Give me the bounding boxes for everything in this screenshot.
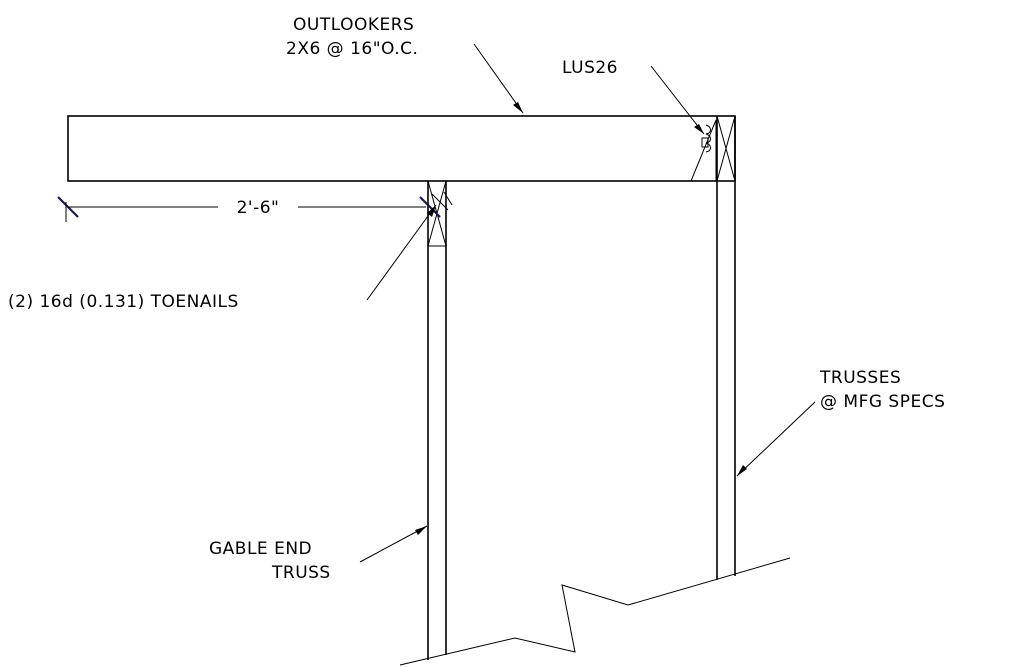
toenails-leader xyxy=(366,204,437,301)
gable-leader xyxy=(359,525,428,563)
gable-end-truss xyxy=(427,180,447,660)
outlookers-leader xyxy=(473,43,524,114)
break-line xyxy=(399,557,791,666)
outlookers-label-line2: 2X6 @ 16"O.C. xyxy=(286,39,418,59)
lus26-label: LUS26 xyxy=(562,58,618,78)
dimension-label: 2'-6" xyxy=(237,198,280,218)
trusses-label-line2: @ MFG SPECS xyxy=(820,392,945,412)
outlooker-member xyxy=(67,115,736,182)
dimension-line: 2'-6" xyxy=(57,194,441,222)
gable-label-line2: TRUSS xyxy=(271,563,331,583)
gable-label-line1: GABLE END xyxy=(209,539,312,559)
lus26-leader xyxy=(650,65,705,135)
lus26-hanger-symbol xyxy=(690,119,717,182)
trusses-label-line1: TRUSSES xyxy=(819,368,901,388)
outlookers-label-line1: OUTLOOKERS xyxy=(293,15,414,35)
toenail-marks xyxy=(431,191,453,211)
toenails-label: (2) 16d (0.131) TOENAILS xyxy=(8,292,239,312)
right-truss xyxy=(716,115,736,580)
trusses-leader xyxy=(736,401,816,477)
